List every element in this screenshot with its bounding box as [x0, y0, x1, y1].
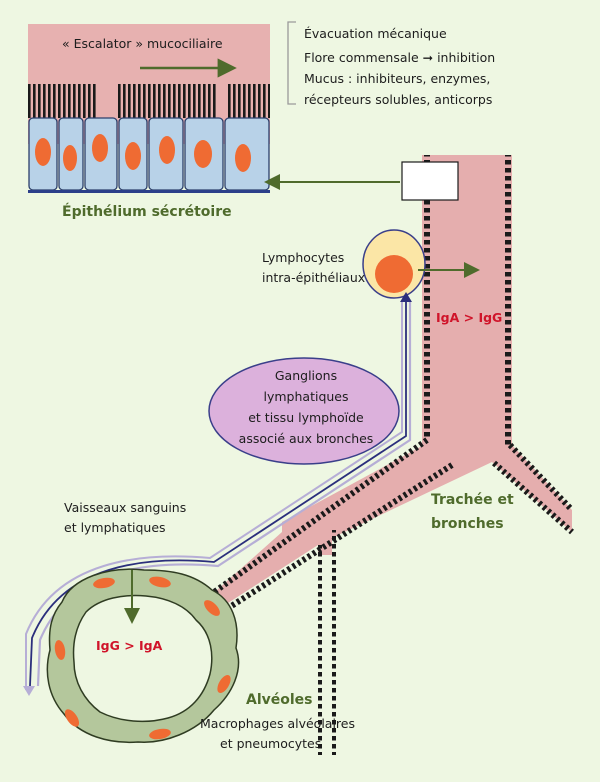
trachea-label: Trachée et [431, 492, 514, 508]
vessel-arrowhead [400, 292, 412, 302]
vessels-label: Vaisseaux sanguins [64, 500, 186, 515]
bronchus-wall [318, 545, 322, 755]
basement-membrane [28, 190, 270, 193]
vessel-arrowhead [23, 686, 35, 696]
ganglions-label: Ganglions [275, 368, 337, 383]
alveolus-wall [46, 568, 240, 744]
airway: IgA > IgG Trachée et bronches [208, 155, 575, 755]
epithelium-label: Épithélium sécrétoire [62, 203, 232, 220]
defense-item: récepteurs solubles, anticorps [304, 92, 492, 107]
sample-window [401, 161, 459, 201]
defenses-list: Évacuation mécanique Flore commensale ➞ … [304, 26, 495, 107]
trachea-wall-right [505, 155, 511, 445]
cilia [226, 84, 270, 118]
macrophages-label: Macrophages alvéolaires [200, 716, 355, 731]
cell-nuclei [35, 134, 251, 172]
bronchus-walls-diagonal [208, 437, 575, 615]
ganglions: Ganglions lymphatiques et tissu lymphoïd… [208, 357, 400, 465]
iga-igg-label: IgA > IgG [436, 310, 502, 325]
alveolus: IgG > IgA [46, 568, 240, 744]
cilia [28, 84, 96, 118]
epithelium-panel: « Escalator » mucociliaire Épithélium sé… [28, 24, 270, 220]
cilia [118, 84, 218, 118]
bronchus-wall [332, 530, 336, 755]
ganglions-label: lymphatiques [264, 389, 349, 404]
lymphocyte-label: Lymphocytes [262, 250, 344, 265]
trachea-label: bronches [431, 516, 504, 532]
defense-item: Mucus : inhibiteurs, enzymes, [304, 71, 490, 86]
defenses-bracket [287, 21, 296, 105]
ganglions-label: associé aux bronches [239, 431, 374, 446]
ganglions-label: et tissu lymphoïde [248, 410, 364, 425]
defense-item: Évacuation mécanique [304, 26, 447, 41]
trachea-wall-left [424, 155, 430, 440]
alveolar-cells [54, 576, 231, 740]
lymphocyte: Lymphocytes intra-épithéliaux [262, 229, 480, 299]
trachea-lumen [208, 155, 572, 612]
lymphocyte-label: intra-épithéliaux [262, 270, 365, 285]
alveoles-label: Alvéoles [246, 692, 313, 708]
defense-item: Flore commensale ➞ inhibition [304, 50, 495, 65]
macrophages-label: et pneumocytes [220, 736, 321, 751]
escalator-label: « Escalator » mucociliaire [62, 36, 223, 51]
igg-iga-label: IgG > IgA [96, 638, 163, 653]
vessels-label: et lymphatiques [64, 520, 166, 535]
